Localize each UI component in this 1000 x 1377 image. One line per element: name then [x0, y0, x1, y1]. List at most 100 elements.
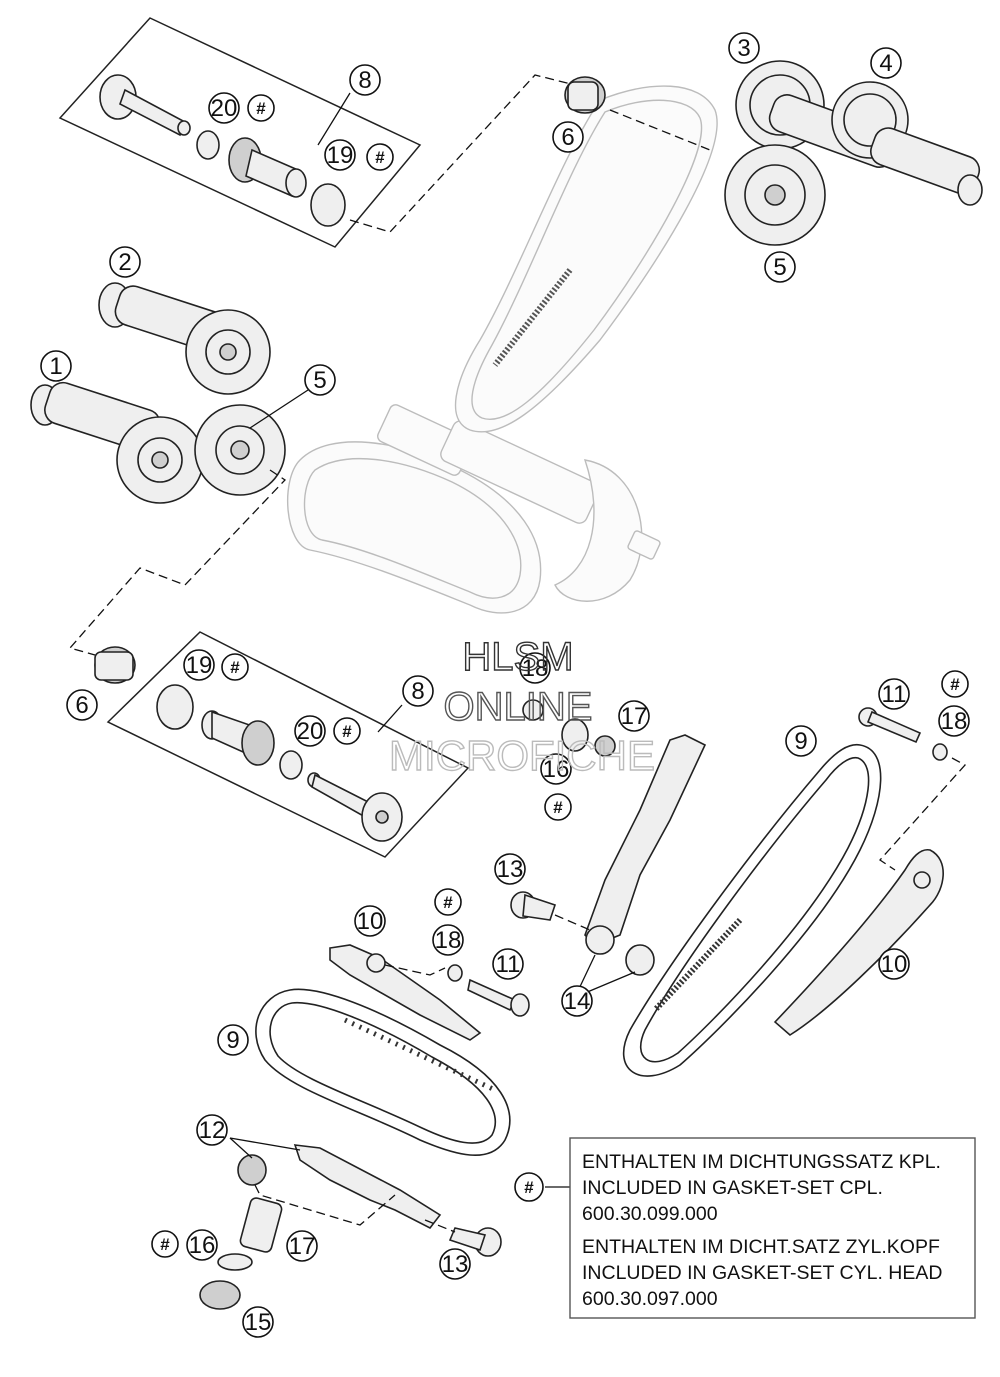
watermark-line-1: HLSM [462, 635, 573, 679]
callout-label: 9 [226, 1027, 239, 1054]
lower-bushing [201, 710, 275, 766]
callout-5-upper: 5 [764, 251, 796, 283]
callout-label: 9 [794, 728, 807, 755]
callout-label: 16 [543, 756, 570, 783]
timing-chain-9-right [622, 743, 882, 1077]
callout-15: 15 [242, 1306, 274, 1338]
callout-label: 18 [941, 708, 968, 735]
callout-label: 17 [621, 703, 648, 730]
callout-1: 1 [40, 350, 72, 382]
callout-12: 12 [196, 1114, 228, 1146]
callout-label: 13 [442, 1251, 469, 1278]
hash-label: # [443, 893, 453, 912]
callout-label: 13 [497, 856, 524, 883]
legend-line-3: 600.30.099.000 [582, 1203, 718, 1225]
callout-13-upper: 13 [494, 853, 526, 885]
hash-marker-upper-19: # [366, 143, 394, 171]
guide-bolt-11-left [447, 964, 530, 1017]
callout-label: 3 [737, 35, 750, 62]
callout-16-upper: 16 [540, 753, 572, 785]
callout-label: 8 [411, 678, 424, 705]
watermark: HLSM ONLINE MICROFICHE [388, 634, 655, 779]
needle-bearing-6-lower [94, 646, 136, 684]
callout-11-left: 11 [492, 948, 524, 980]
watermark-line-2: ONLINE [444, 685, 593, 729]
callout-19-lower: 19 [183, 649, 215, 681]
callout-label: 4 [879, 50, 892, 77]
upper-o-ring-19 [310, 183, 346, 227]
legend-line-6: 600.30.097.000 [582, 1288, 718, 1310]
callout-18-left: 18 [432, 924, 464, 956]
tensioner-pivot-bolt-13-upper [510, 891, 557, 921]
callout-10-left: 10 [354, 905, 386, 937]
callout-label: 5 [773, 254, 786, 281]
legend-line-4: ENTHALTEN IM DICHT.SATZ ZYL.KOPF [582, 1236, 940, 1258]
callout-label: 18 [522, 655, 549, 682]
callout-2: 2 [109, 246, 141, 278]
callout-label: 11 [882, 681, 907, 708]
hash-marker-lower-16: # [151, 1230, 179, 1258]
upper-chain-ghost [454, 85, 718, 433]
hash-marker-upper-20: # [247, 94, 275, 122]
callout-label: 19 [186, 652, 213, 679]
callout-4: 4 [870, 47, 902, 79]
callout-label: 16 [189, 1232, 216, 1259]
callout-6-upper: 6 [552, 121, 584, 153]
crankshaft-ghost [287, 404, 661, 614]
callout-label: 20 [297, 718, 324, 745]
legend-box [569, 1137, 976, 1319]
callout-14: 14 [561, 985, 593, 1017]
callout-18-right: 18 [938, 705, 970, 737]
legend-line-2: INCLUDED IN GASKET-SET CPL. [582, 1177, 883, 1199]
legend-hash-label: # [524, 1178, 534, 1197]
lower-shaft-pin [307, 772, 403, 842]
callout-20-lower: 20 [294, 715, 326, 747]
tensioner-plug-15 [199, 1253, 253, 1310]
callout-label: 10 [357, 908, 384, 935]
callout-label: 1 [49, 353, 62, 380]
callout-label: 5 [313, 367, 326, 394]
callout-label: 19 [327, 142, 354, 169]
callout-6-lower: 6 [66, 689, 98, 721]
callout-11-right: 11 [878, 678, 910, 710]
tensioner-bolt-16-upper [522, 699, 616, 757]
legend-line-5: INCLUDED IN GASKET-SET CYL. HEAD [582, 1262, 942, 1284]
hash-marker-right-18: # [941, 670, 969, 698]
hash-label: # [950, 675, 960, 694]
callout-label: 6 [561, 124, 574, 151]
tensioner-plunger-17 [239, 1197, 283, 1253]
legend-line-1: ENTHALTEN IM DICHTUNGSSATZ KPL. [582, 1151, 941, 1173]
upper-bushing-kit-box [58, 17, 576, 248]
hash-label: # [553, 798, 563, 817]
callout-20-upper: 20 [208, 92, 240, 124]
callout-13-lower: 13 [439, 1248, 471, 1280]
callout-label: 20 [211, 95, 238, 122]
callout-label: 10 [881, 951, 908, 978]
callout-3: 3 [728, 32, 760, 64]
callout-label: 11 [496, 951, 521, 978]
timing-chain-9-left [255, 988, 511, 1157]
chain-guide-rail-10-right [773, 848, 944, 1036]
callout-label: 17 [289, 1233, 316, 1260]
watermark-line-3: MICROFICHE [389, 732, 655, 779]
guide-rail-10-left [329, 944, 482, 1041]
upper-bushing [228, 137, 307, 198]
guide-bolt-11-right [858, 707, 948, 761]
camshaft-2 [98, 282, 271, 395]
callout-label: 14 [564, 988, 591, 1015]
hash-label: # [375, 148, 385, 167]
callout-label: 2 [118, 249, 131, 276]
camshaft-1 [30, 381, 204, 504]
callout-5-lower: 5 [304, 364, 336, 396]
callout-9-right: 9 [785, 725, 817, 757]
chain-tensioner-rail-14 [584, 734, 707, 976]
lower-o-ring-20 [279, 750, 303, 780]
callout-8-upper: 8 [349, 64, 381, 96]
legend-hash-marker: # [514, 1172, 544, 1202]
callout-label: 8 [358, 67, 371, 94]
callout-16-lower: 16 [186, 1229, 218, 1261]
callout-19-upper: 19 [324, 139, 356, 171]
hash-marker-lower-20: # [333, 717, 361, 745]
hash-marker-upper-16: # [544, 793, 572, 821]
